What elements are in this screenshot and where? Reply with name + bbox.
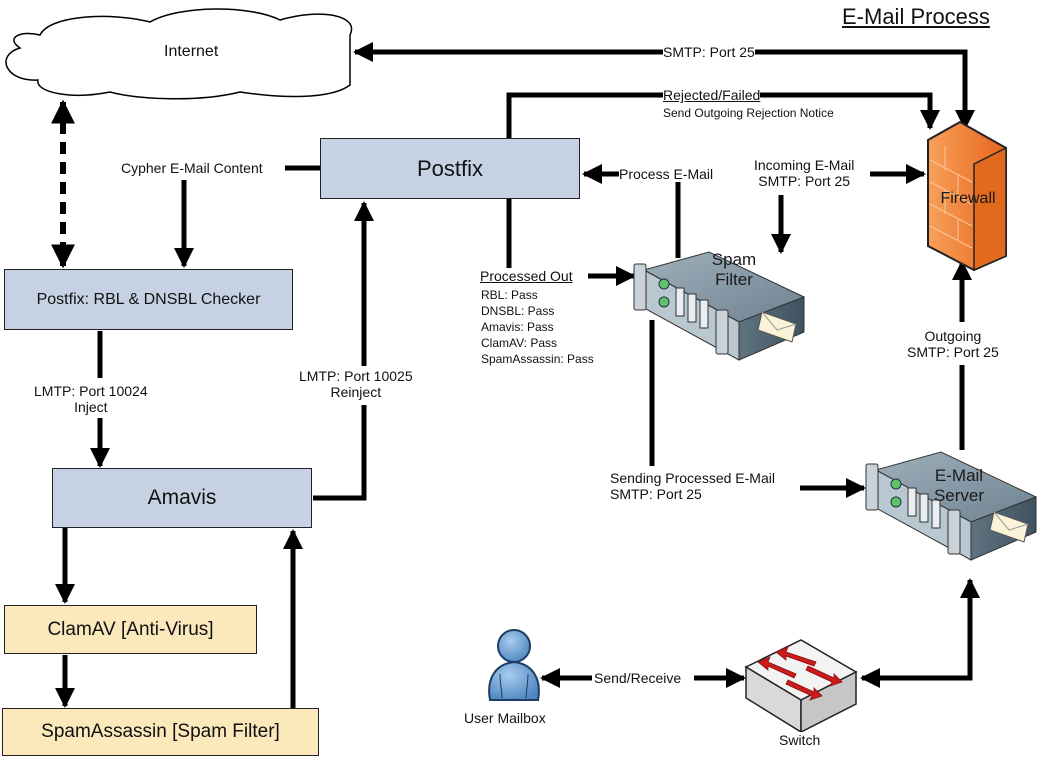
process-email-label: Process E-Mail	[619, 166, 714, 183]
lmtp-inject-line1: LMTP: Port 10024	[34, 383, 148, 399]
outgoing-smtp-label: Outgoing SMTP: Port 25	[907, 328, 999, 361]
email-server-label-line2: Server	[933, 486, 985, 506]
pass-result-item: ClamAV: Pass	[481, 336, 558, 350]
lmtp-reinject-line2: Reinject	[330, 384, 382, 401]
sending-processed-label: Sending Processed E-Mail SMTP: Port 25	[610, 470, 775, 503]
cypher-content-label: Cypher E-Mail Content	[121, 160, 263, 177]
edge-process-email	[620, 171, 681, 258]
user-mailbox-icon	[488, 629, 540, 701]
edge-lmtp-reinject-bottom	[313, 405, 367, 501]
spamassassin-node[interactable]: SpamAssassin [Spam Filter]	[2, 708, 319, 756]
incoming-email-line1: Incoming E-Mail	[754, 157, 855, 173]
sending-line2: SMTP: Port 25	[610, 486, 702, 503]
pass-result-item: DNSBL: Pass	[481, 304, 555, 318]
spamassassin-label: SpamAssassin [Spam Filter]	[41, 721, 280, 742]
pass-result-item: SpamAssassin: Pass	[481, 352, 594, 366]
incoming-email-label: Incoming E-Mail SMTP: Port 25	[754, 157, 855, 190]
user-mailbox-label: User Mailbox	[464, 710, 546, 727]
send-receive-label: Send/Receive	[594, 670, 682, 687]
lmtp-reinject-label: LMTP: Port 10025 Reinject	[299, 368, 413, 401]
outgoing-line2: SMTP: Port 25	[907, 344, 999, 361]
switch-icon	[744, 639, 858, 734]
sending-line1: Sending Processed E-Mail	[610, 470, 775, 486]
firewall-label: Firewall	[940, 190, 996, 207]
edge-smtp-internet-firewall	[353, 42, 975, 130]
pass-result-item: Amavis: Pass	[481, 320, 554, 334]
email-server-icon	[865, 451, 1038, 561]
smtp-internet-label: SMTP: Port 25	[663, 44, 755, 61]
amavis-label: Amavis	[147, 486, 217, 509]
spam-filter-label-line2: Filter	[715, 270, 753, 290]
internet-label: Internet	[164, 43, 219, 60]
rejected-failed-label: Rejected/Failed	[663, 87, 761, 104]
email-server-label-line1: E-Mail	[934, 466, 984, 485]
firewall-icon	[927, 120, 1007, 272]
edge-switch-server	[860, 578, 980, 688]
clamav-node[interactable]: ClamAV [Anti-Virus]	[4, 605, 257, 654]
incoming-email-line2: SMTP: Port 25	[758, 173, 851, 190]
outgoing-line1: Outgoing	[924, 328, 982, 344]
lmtp-reinject-line1: LMTP: Port 10025	[299, 368, 413, 384]
pass-result-item: RBL: Pass	[481, 288, 538, 302]
switch-label: Switch	[779, 732, 821, 749]
spam-filter-label: Spam Filter	[704, 250, 764, 291]
postfix-label: Postfix	[416, 155, 484, 181]
email-server-label: E-Mail Server	[924, 466, 994, 507]
internet-cloud-icon	[5, 8, 353, 100]
rbl-checker-label: Postfix: RBL & DNSBL Checker	[36, 290, 261, 308]
diagram-title: E-Mail Process	[842, 4, 990, 29]
spam-filter-server-icon	[633, 251, 806, 361]
processed-out-label: Processed Out	[480, 268, 573, 285]
amavis-node[interactable]: Amavis	[52, 468, 312, 528]
pass-results-list: RBL: Pass DNSBL: Pass Amavis: Pass ClamA…	[481, 287, 594, 367]
clamav-label: ClamAV [Anti-Virus]	[47, 618, 214, 640]
rbl-checker-node[interactable]: Postfix: RBL & DNSBL Checker	[4, 269, 293, 330]
rejection-notice-label: Send Outgoing Rejection Notice	[663, 106, 834, 121]
lmtp-inject-line2: Inject	[74, 399, 108, 416]
spam-filter-label-line1: Spam	[711, 250, 757, 269]
postfix-node[interactable]: Postfix	[320, 138, 580, 199]
lmtp-inject-label: LMTP: Port 10024 Inject	[34, 383, 148, 416]
